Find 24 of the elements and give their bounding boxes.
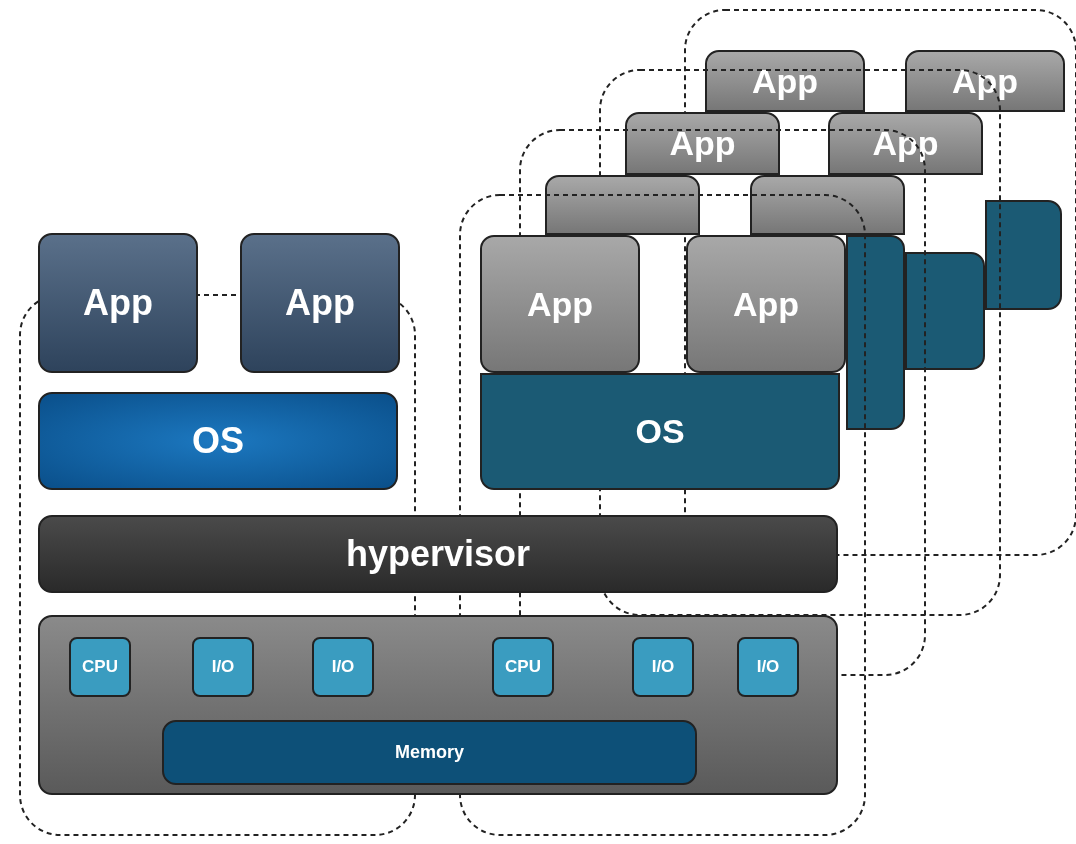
cpu-chip: CPU	[492, 637, 554, 697]
app-box: App	[240, 233, 400, 373]
io-chip: I/O	[312, 637, 374, 697]
hypervisor-bar: hypervisor	[38, 515, 838, 593]
app-box: App	[686, 235, 846, 373]
io-chip: I/O	[737, 637, 799, 697]
memory-bar: Memory	[162, 720, 697, 785]
app-box: App	[625, 112, 780, 175]
app-box: App	[38, 233, 198, 373]
os-band	[985, 200, 1062, 310]
app-box: App	[705, 50, 865, 112]
app-box: App	[480, 235, 640, 373]
cpu-chip: CPU	[69, 637, 131, 697]
os-band	[905, 252, 985, 370]
os-band: OS	[480, 373, 840, 490]
io-chip: I/O	[192, 637, 254, 697]
app-box	[545, 175, 700, 235]
hardware-panel	[38, 615, 838, 795]
io-chip: I/O	[632, 637, 694, 697]
app-box: App	[905, 50, 1065, 112]
app-box	[750, 175, 905, 235]
app-box: App	[828, 112, 983, 175]
os-band: OS	[38, 392, 398, 490]
os-band	[846, 235, 905, 430]
